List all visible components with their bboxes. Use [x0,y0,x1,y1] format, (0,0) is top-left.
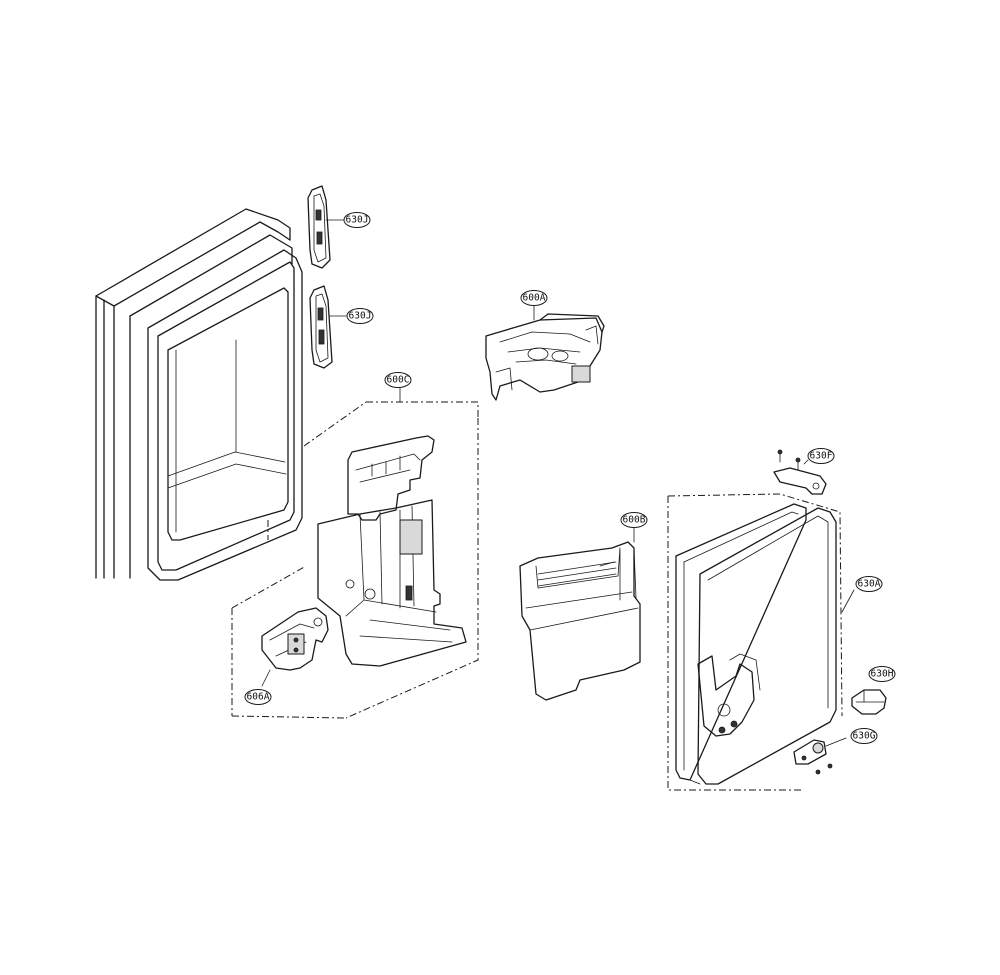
callout-600C: 600C [384,372,412,388]
callout-630H: 630H [868,666,896,682]
svg-text:630J: 630J [346,215,369,226]
callout-630J-upper: 630J [343,212,371,228]
callout-630J-lower: 630J [346,308,374,324]
svg-text:630J: 630J [349,311,372,322]
callout-600B: 600B [620,512,648,528]
svg-text:606A: 606A [247,692,270,703]
door-assembly-630A [667,493,855,791]
svg-text:630F: 630F [810,451,833,462]
hinge-clip-630J-lower [309,285,347,369]
svg-text:600C: 600C [387,375,410,386]
callout-600A: 600A [520,290,548,306]
motor-assembly-600A [485,305,605,401]
bracket-630F [773,449,827,495]
callout-630G: 630G [850,728,878,744]
callout-606A: 606A [244,689,272,705]
svg-text:630H: 630H [871,669,894,680]
block-630H [851,689,887,715]
svg-text:600B: 600B [623,515,646,526]
cover-600B [519,521,641,701]
callout-630A: 630A [855,576,883,592]
svg-text:630A: 630A [858,579,881,590]
hinge-clip-630J-upper [307,185,345,269]
hinge-plate-630G [793,737,847,775]
door-panel [95,208,303,581]
leader-door-to-housing [303,401,367,447]
svg-text:630G: 630G [853,731,876,742]
callout-630F: 630F [807,448,835,464]
dispenser-housing-600C [231,387,479,719]
svg-text:600A: 600A [523,293,546,304]
bracket-606A [261,607,329,687]
